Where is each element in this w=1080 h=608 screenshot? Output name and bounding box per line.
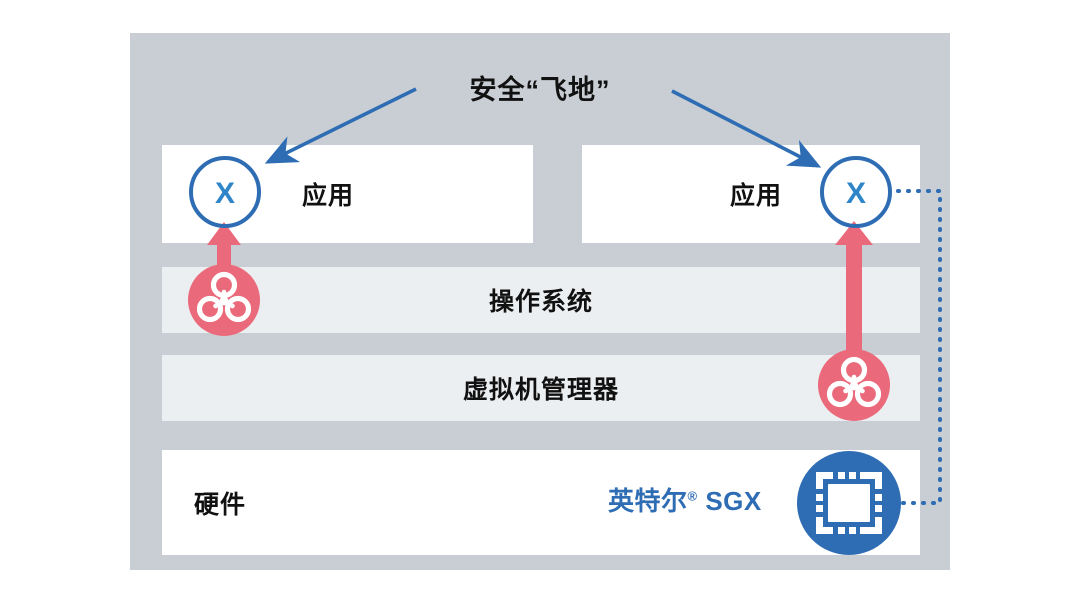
layer-app-right: 应用 — [582, 145, 920, 243]
layer-label-hypervisor: 虚拟机管理器 — [462, 376, 619, 404]
page-title: 安全“飞地” — [469, 75, 611, 105]
layer-operating-system: 操作系统 — [162, 267, 920, 333]
registered-mark-icon: ® — [687, 488, 698, 504]
layer-hypervisor: 虚拟机管理器 — [162, 355, 920, 421]
layer-label-app-left: 应用 — [302, 182, 355, 210]
layer-label-app-right: 应用 — [730, 182, 783, 210]
layer-label-operating-system: 操作系统 — [488, 288, 593, 316]
sgx-brand: 英特尔 — [608, 486, 688, 516]
layer-hardware: 硬件 — [162, 450, 920, 555]
sgx-product: SGX — [705, 486, 762, 516]
sgx-wordmark: 英特尔® SGX — [608, 481, 762, 518]
layer-label-hardware: 硬件 — [194, 490, 247, 519]
layer-app-left: 应用 — [162, 145, 533, 243]
